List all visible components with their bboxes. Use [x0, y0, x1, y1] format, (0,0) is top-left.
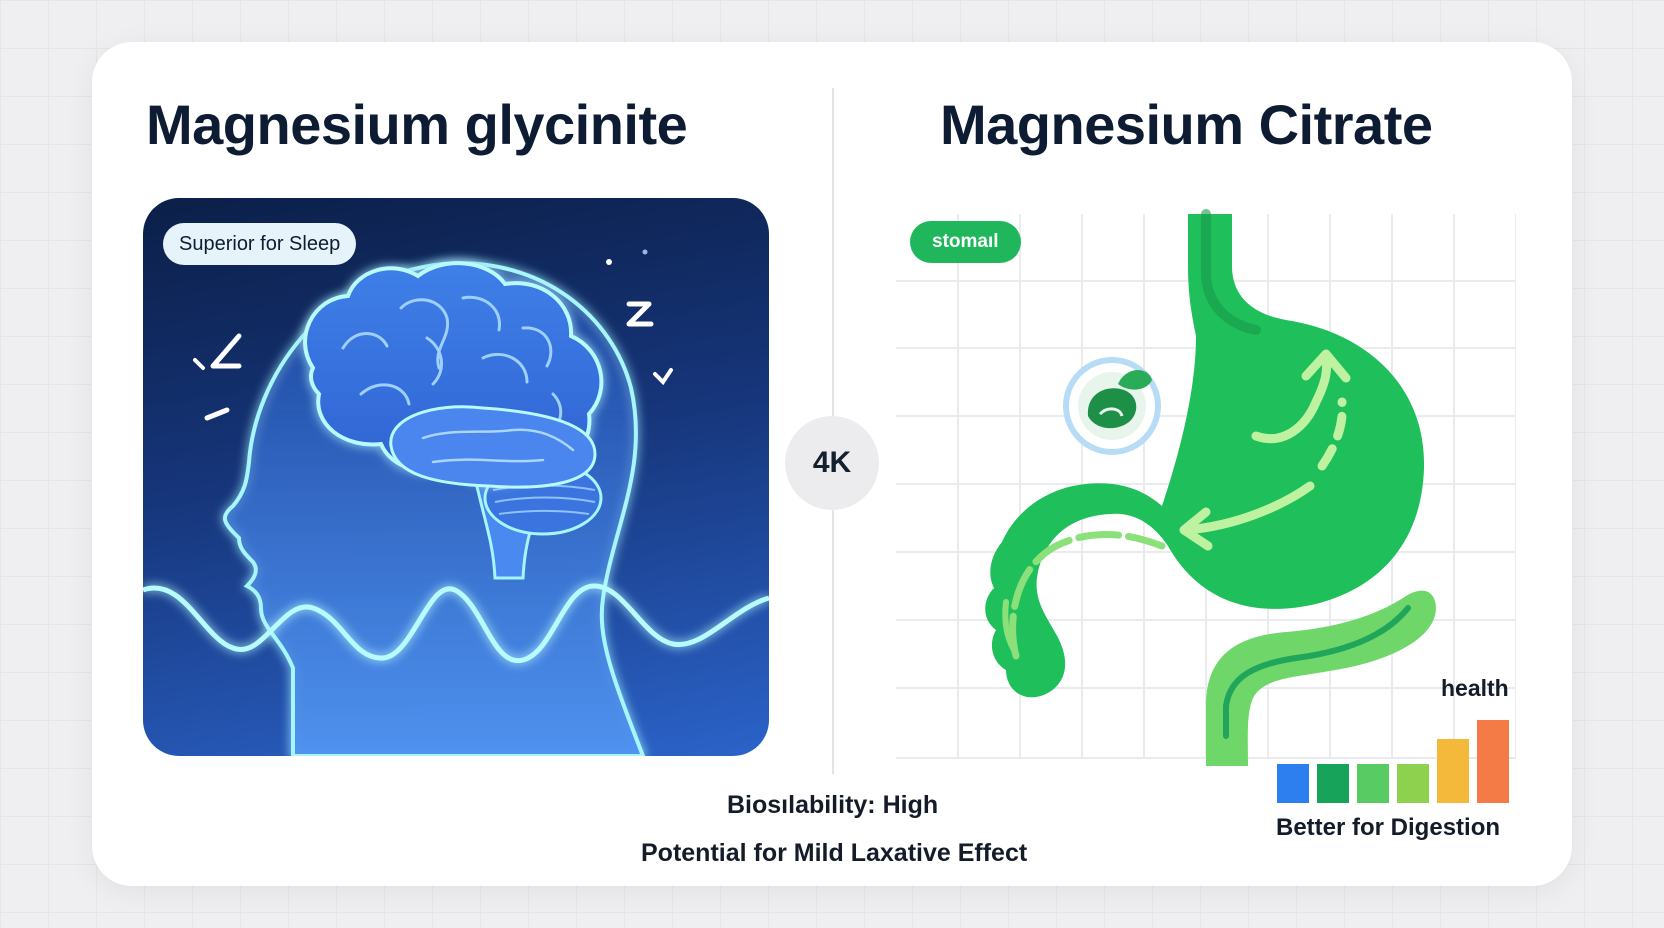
- bioavailability-label: Biosılability: High: [727, 791, 939, 819]
- brainwave-icon: [143, 583, 769, 664]
- health-bar: [1397, 764, 1429, 803]
- health-bar: [1357, 764, 1389, 803]
- leaf-badge-icon: [1063, 357, 1161, 455]
- title-magnesium-glycinate: Magnesium glycinite: [146, 93, 688, 156]
- superior-for-sleep-pill: Superior for Sleep: [163, 223, 357, 265]
- better-for-digestion-label: Better for Digestion: [1276, 814, 1501, 841]
- sleep-illustration-panel: [143, 198, 769, 756]
- title-magnesium-citrate: Magnesium Citrate: [940, 93, 1433, 156]
- laxative-effect-label: Potential for Mild Laxative Effect: [641, 839, 1028, 867]
- stomach-pill: stomaıl: [910, 221, 1021, 263]
- health-bar-chart: [1277, 720, 1509, 803]
- brain-icon: [303, 261, 604, 489]
- health-bar: [1277, 764, 1309, 803]
- health-bar: [1437, 739, 1469, 803]
- health-bar: [1317, 764, 1349, 803]
- stomach-illustration: [896, 209, 1516, 766]
- stomach-icon: [985, 214, 1425, 698]
- brain-illustration: [143, 249, 769, 756]
- health-bar: [1477, 720, 1509, 803]
- resolution-badge: 4K: [785, 416, 879, 510]
- circulation-arrows-icon: [1179, 349, 1351, 551]
- health-chart-label: health: [1441, 675, 1509, 701]
- sleep-z-icon: [606, 249, 673, 386]
- sparkle-marks-icon: [193, 333, 242, 421]
